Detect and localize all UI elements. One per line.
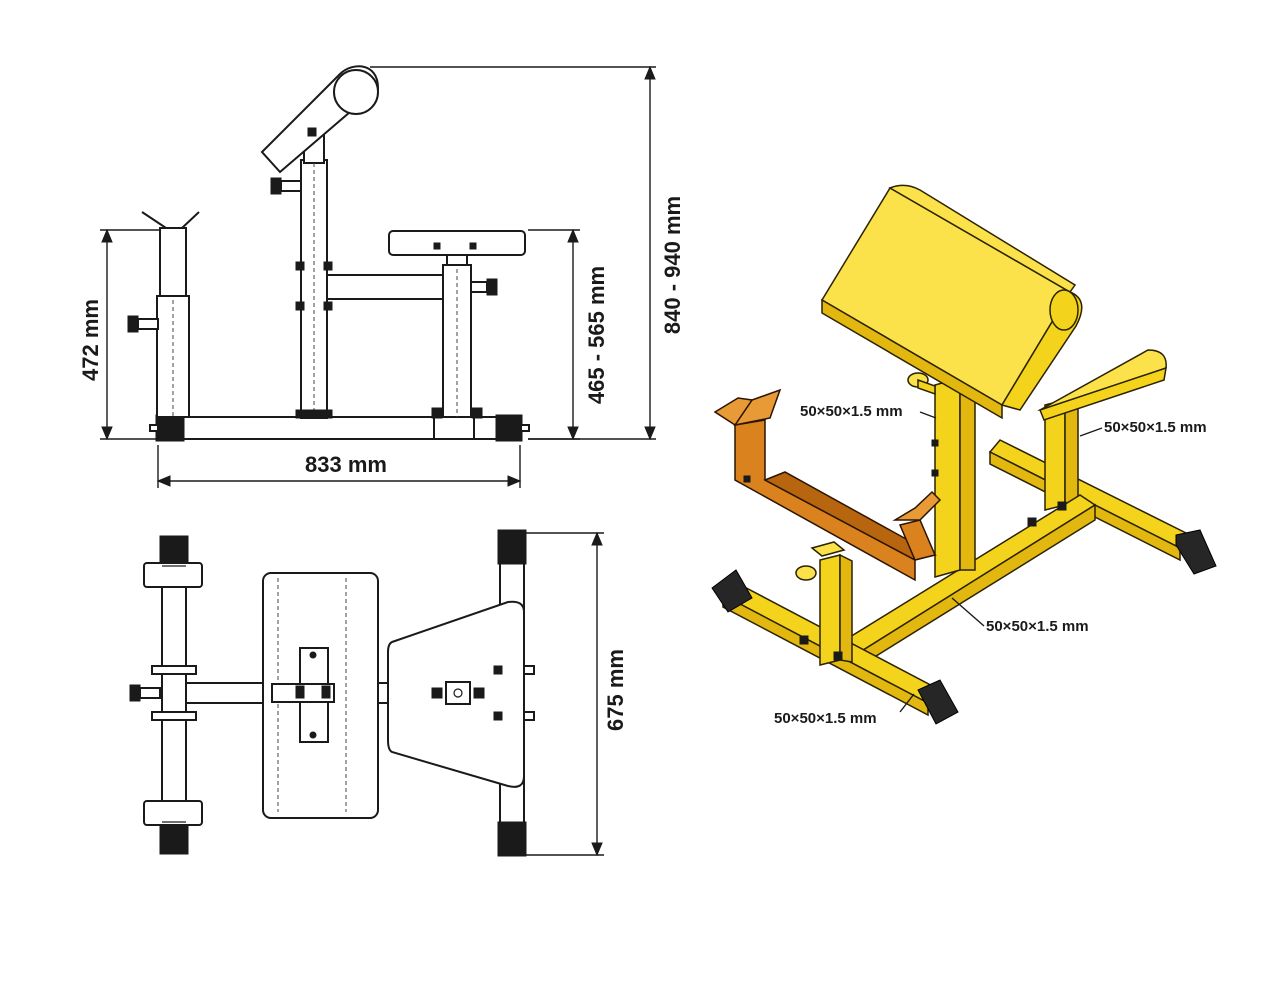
iso-front-post (795, 541, 853, 666)
dimension-seat-height: 465 - 565 mm (528, 228, 609, 441)
side-connector (326, 274, 446, 300)
top-arm-pad (262, 572, 379, 819)
iso-upright (907, 372, 976, 578)
dimension-675: 675 mm (526, 531, 628, 857)
side-seat-post (388, 230, 526, 419)
dimension-472: 472 mm (78, 228, 160, 441)
top-view: 675 mm (129, 529, 628, 857)
dimension-total-height-label: 840 - 940 mm (660, 196, 685, 334)
iso-main-beam (843, 494, 1097, 668)
top-left-foot (129, 535, 203, 855)
top-seat (387, 600, 525, 788)
side-tall-post (270, 132, 333, 419)
dimension-472-label: 472 mm (78, 299, 103, 381)
dimension-833-label: 833 mm (305, 452, 387, 477)
isometric-view: 50×50×1.5 mm 50×50×1.5 mm 50×50×1.5 mm 5… (711, 184, 1217, 727)
dimension-seat-height-label: 465 - 565 mm (584, 266, 609, 404)
profile-label-rear-post: 50×50×1.5 mm (1104, 419, 1207, 436)
side-arm-pad (260, 65, 380, 174)
dimension-total-height: 840 - 940 mm (370, 65, 685, 441)
dimension-675-label: 675 mm (603, 649, 628, 731)
profile-label-main-beam: 50×50×1.5 mm (986, 618, 1089, 635)
dimension-833: 833 mm (156, 445, 522, 488)
iso-labels: 50×50×1.5 mm 50×50×1.5 mm 50×50×1.5 mm 5… (774, 403, 1207, 727)
side-view: 472 mm 833 mm 465 - 565 mm 84 (78, 65, 685, 488)
profile-label-base-foot: 50×50×1.5 mm (774, 710, 877, 727)
side-cap-right (495, 414, 523, 442)
iso-arm-rest (713, 388, 942, 582)
side-arm-rest-post (127, 211, 200, 418)
iso-arm-pad (820, 184, 1167, 421)
side-cap-left (155, 414, 185, 442)
profile-label-upright: 50×50×1.5 mm (800, 403, 903, 420)
